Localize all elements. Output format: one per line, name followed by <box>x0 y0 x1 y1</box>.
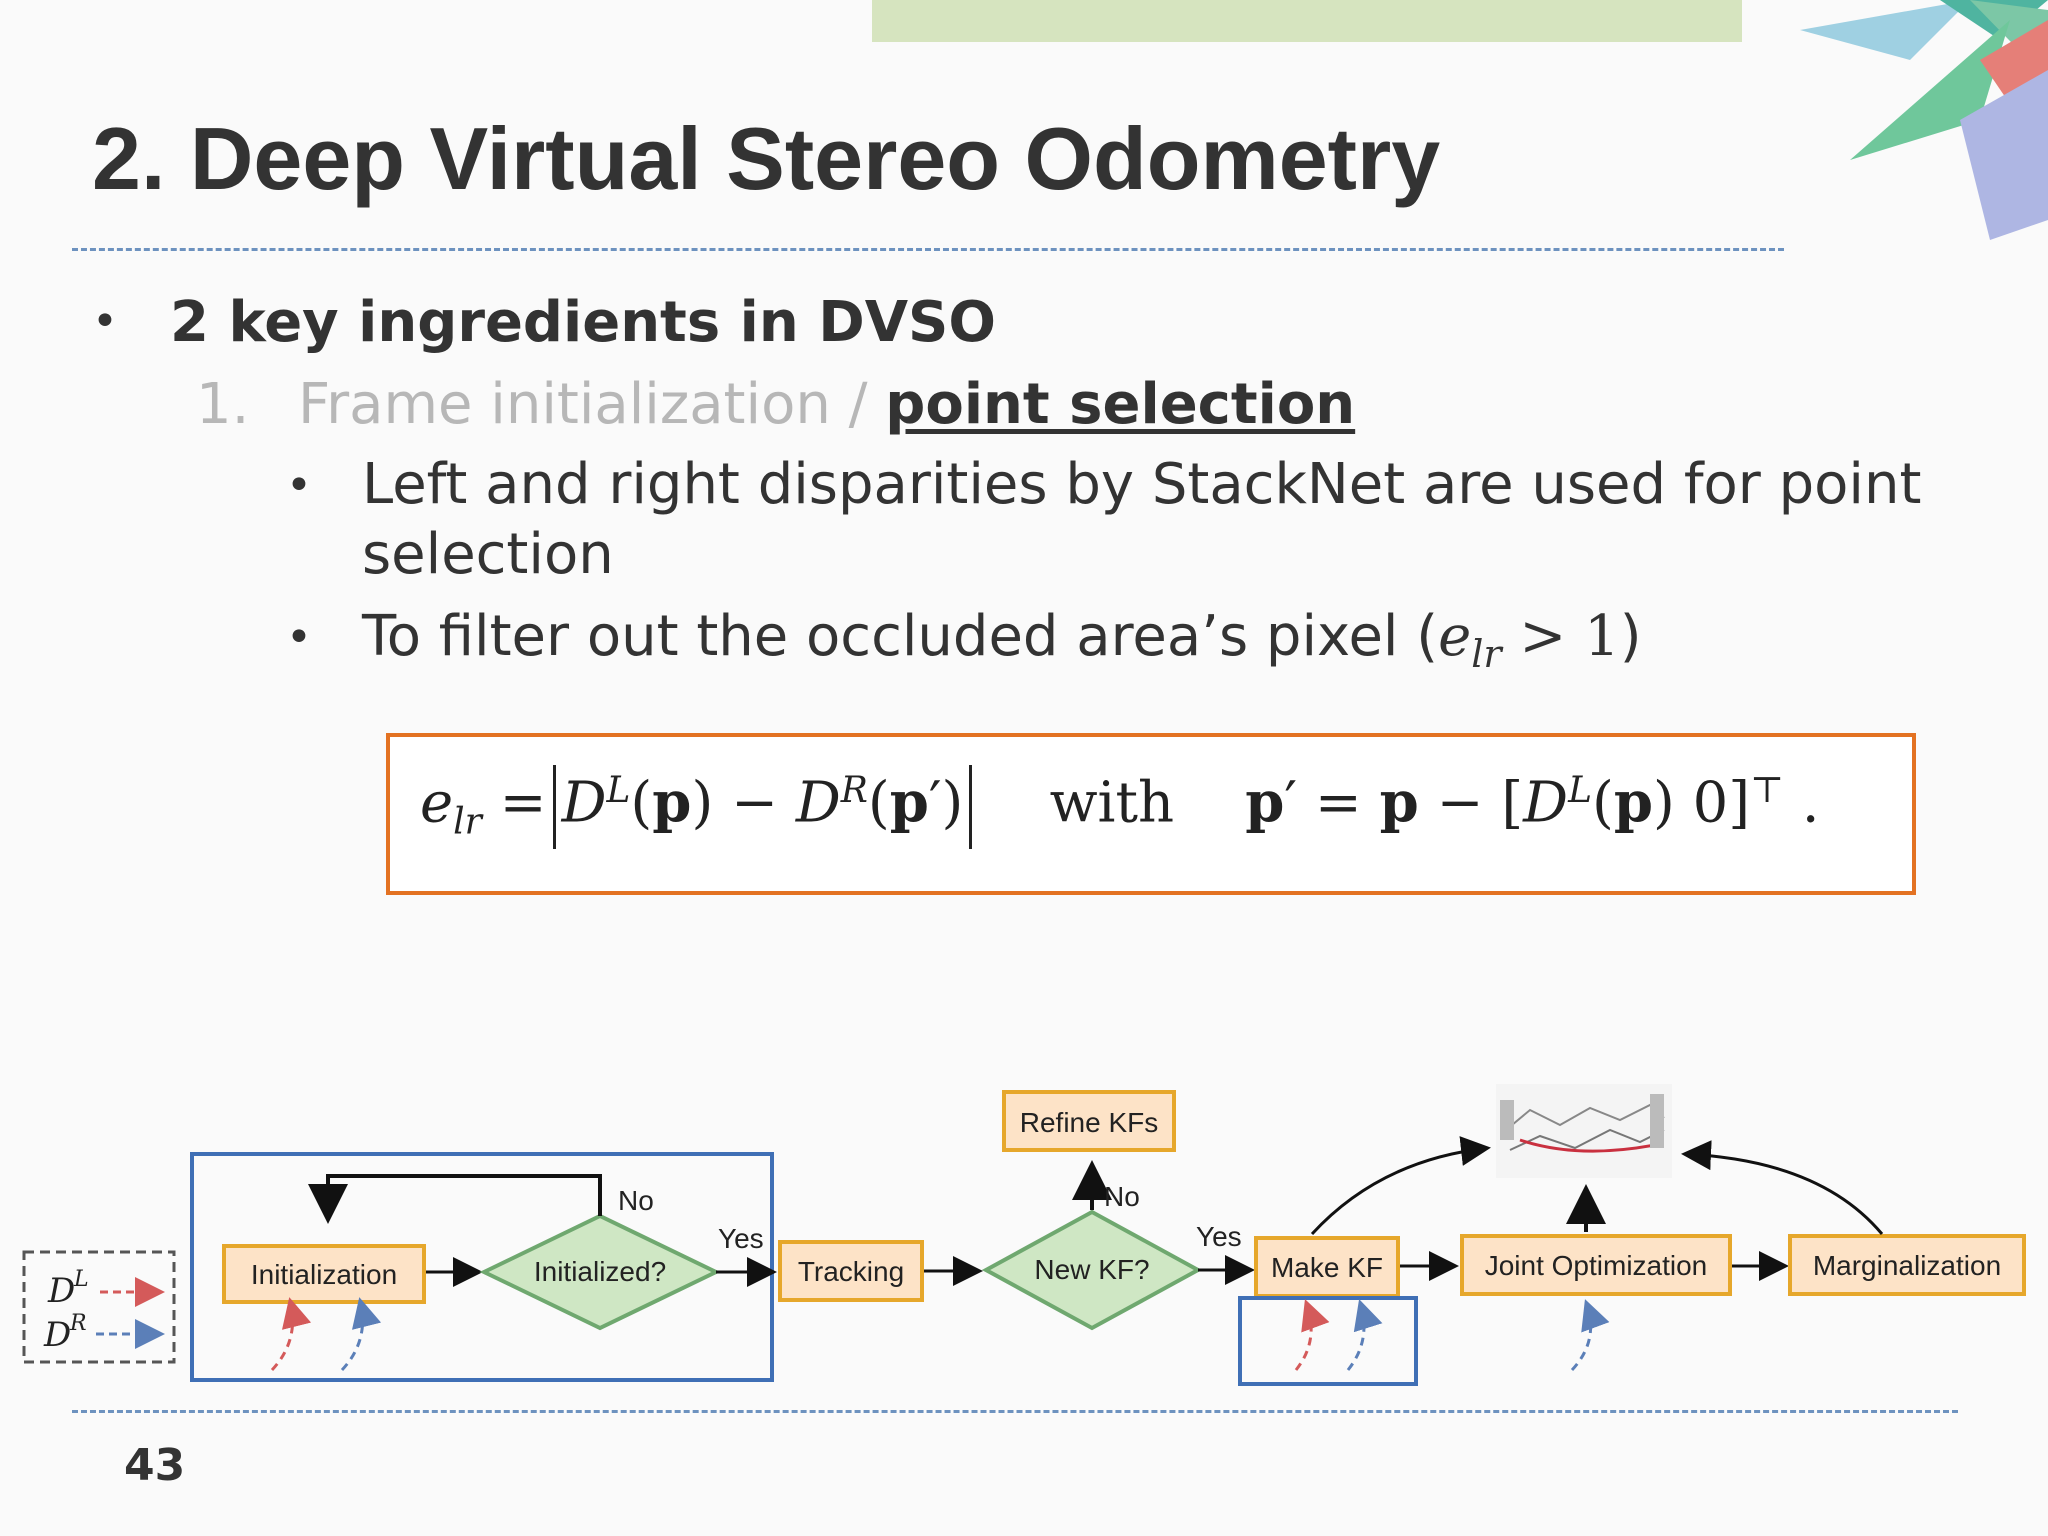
inline-math-elr: elr <box>1438 604 1502 677</box>
equation-box: elr =DL(p) − DR(p′) with p′ = p − [DL(p)… <box>386 733 1916 895</box>
node-joint-optimization-label: Joint Optimization <box>1485 1250 1708 1281</box>
page-number: 43 <box>124 1440 186 1491</box>
dl-input-arrow-init <box>270 1297 312 1372</box>
dr-input-arrow-makekf <box>1346 1299 1383 1371</box>
node-initialization <box>222 1244 426 1304</box>
node-tracking <box>778 1240 924 1302</box>
node-make-kf-label: Make KF <box>1271 1252 1383 1283</box>
slide-title: 2. Deep Virtual Stereo Odometry <box>92 109 1441 208</box>
sub-bullet-1: Left and right disparities by StackNet a… <box>362 452 1922 517</box>
edge-yes2-label: Yes <box>1196 1221 1242 1252</box>
equation: elr =DL(p) − DR(p′) with p′ = p − [DL(p)… <box>420 765 1820 849</box>
list-item-1: Frame initialization / point selection <box>298 372 1355 437</box>
input-dr-superscript: R <box>69 1311 87 1336</box>
node-joint-optimization <box>1460 1234 1732 1296</box>
dl-input-arrow-makekf <box>1294 1299 1330 1371</box>
inline-math-condition: > 1 <box>1501 604 1620 669</box>
bullet-marker: • <box>92 296 118 347</box>
node-marginalization <box>1788 1234 2026 1296</box>
arrow-makekf-to-map <box>1310 1136 1491 1236</box>
highlight-box-make-kf <box>1238 1296 1418 1386</box>
sub-bullet-2: To filter out the occluded area’s pixel … <box>362 604 1642 677</box>
main-bullet: 2 key ingredients in DVSO <box>170 290 996 355</box>
input-legend: D L D R <box>22 1250 176 1364</box>
edge-yes-label: Yes <box>718 1223 764 1254</box>
point-cloud-map-thumbnail <box>1496 1084 1672 1178</box>
list-number: 1. <box>196 372 250 437</box>
dvso-pipeline-diagram: D L D R Initialization Initialized? No Y… <box>22 1084 2026 1386</box>
node-refine-kfs <box>1002 1090 1176 1152</box>
decorative-star-logo <box>1800 0 2048 240</box>
node-marginalization-label: Marginalization <box>1813 1250 2001 1281</box>
node-initialization-label: Initialization <box>251 1259 397 1290</box>
dr-input-arrow-init <box>340 1297 382 1372</box>
point-selection-text: point selection <box>885 372 1356 437</box>
node-newkf-label: New KF? <box>1034 1254 1149 1285</box>
input-dl-label: D <box>47 1271 75 1311</box>
node-initialized-label: Initialized? <box>534 1256 666 1287</box>
input-dl-superscript: L <box>73 1267 89 1292</box>
arrow-marg-to-map <box>1681 1140 1884 1235</box>
title-divider <box>72 248 1784 251</box>
node-tracking-label: Tracking <box>798 1256 904 1287</box>
footer-divider <box>72 1410 1958 1413</box>
sub-bullet-2-text: To filter out the occluded area’s pixel … <box>362 604 1439 669</box>
top-accent-bar <box>872 0 1742 42</box>
sub-bullet-1-continued: selection <box>362 522 614 587</box>
list-item-1-text: Frame initialization / <box>298 372 886 437</box>
edge-no-label: No <box>618 1185 654 1216</box>
edge-no2-label: No <box>1104 1181 1140 1212</box>
sub-bullet-marker: • <box>286 460 312 511</box>
sub-bullet-marker: • <box>286 612 312 663</box>
input-dr-label: D <box>43 1315 71 1355</box>
arrow-no-loop <box>308 1174 602 1224</box>
dr-input-arrow-joint <box>1570 1299 1610 1372</box>
node-refine-kfs-label: Refine KFs <box>1020 1107 1159 1138</box>
